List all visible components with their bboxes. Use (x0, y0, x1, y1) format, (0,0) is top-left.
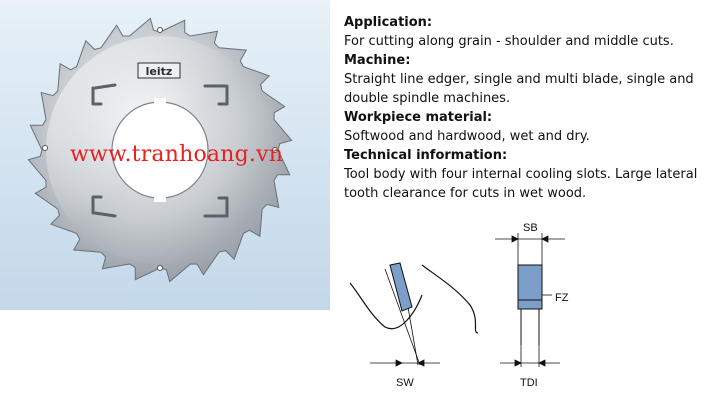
leitz-logo-text: leitz (146, 65, 173, 78)
tdi-dimension (500, 345, 560, 367)
specification-text: Application: For cutting along grain - s… (344, 13, 706, 203)
rim-slot-hole (157, 265, 163, 271)
saw-blade-photo: leitz www.tranhoang.vn (0, 0, 330, 310)
section-body: Tool body with four internal cooling slo… (344, 167, 698, 201)
sb-label: SB (523, 222, 538, 234)
section-heading: Technical information: (344, 148, 508, 163)
section-heading: Workpiece material: (344, 110, 493, 125)
section-heading: Application: (344, 15, 433, 30)
leitz-logo: leitz (137, 62, 181, 79)
tooth-dimension-diagram: SW SB FZ TDI (349, 222, 569, 389)
workpiece-section: Workpiece material: Softwood and hardwoo… (344, 108, 706, 146)
keyway (154, 196, 166, 202)
sw-dimension (370, 359, 440, 367)
section-heading: Machine: (344, 53, 411, 68)
technical-section: Technical information: Tool body with fo… (344, 146, 706, 203)
application-section: Application: For cutting along grain - s… (344, 13, 706, 51)
sb-dimension (495, 233, 565, 265)
rim-slot-hole (42, 145, 48, 151)
tooth-front-view (517, 264, 543, 345)
rim-slot-hole (272, 147, 278, 153)
tdi-label: TDI (520, 377, 538, 389)
website-watermark: www.tranhoang.vn (70, 142, 284, 167)
machine-section: Machine: Straight line edger, single and… (344, 51, 706, 108)
sw-label: SW (396, 377, 414, 389)
fz-label: FZ (555, 292, 569, 304)
section-body: Softwood and hardwood, wet and dry. (344, 129, 590, 144)
tooth-profile-drawing (349, 264, 479, 366)
cooling-slots (91, 83, 229, 218)
section-body: For cutting along grain - shoulder and m… (344, 34, 674, 49)
saw-blade-image: leitz (27, 17, 293, 283)
section-body: Straight line edger, single and multi bl… (344, 72, 694, 106)
keyway (154, 98, 166, 104)
tooth-tip-carbide (389, 262, 413, 312)
rim-slot-hole (157, 27, 163, 33)
